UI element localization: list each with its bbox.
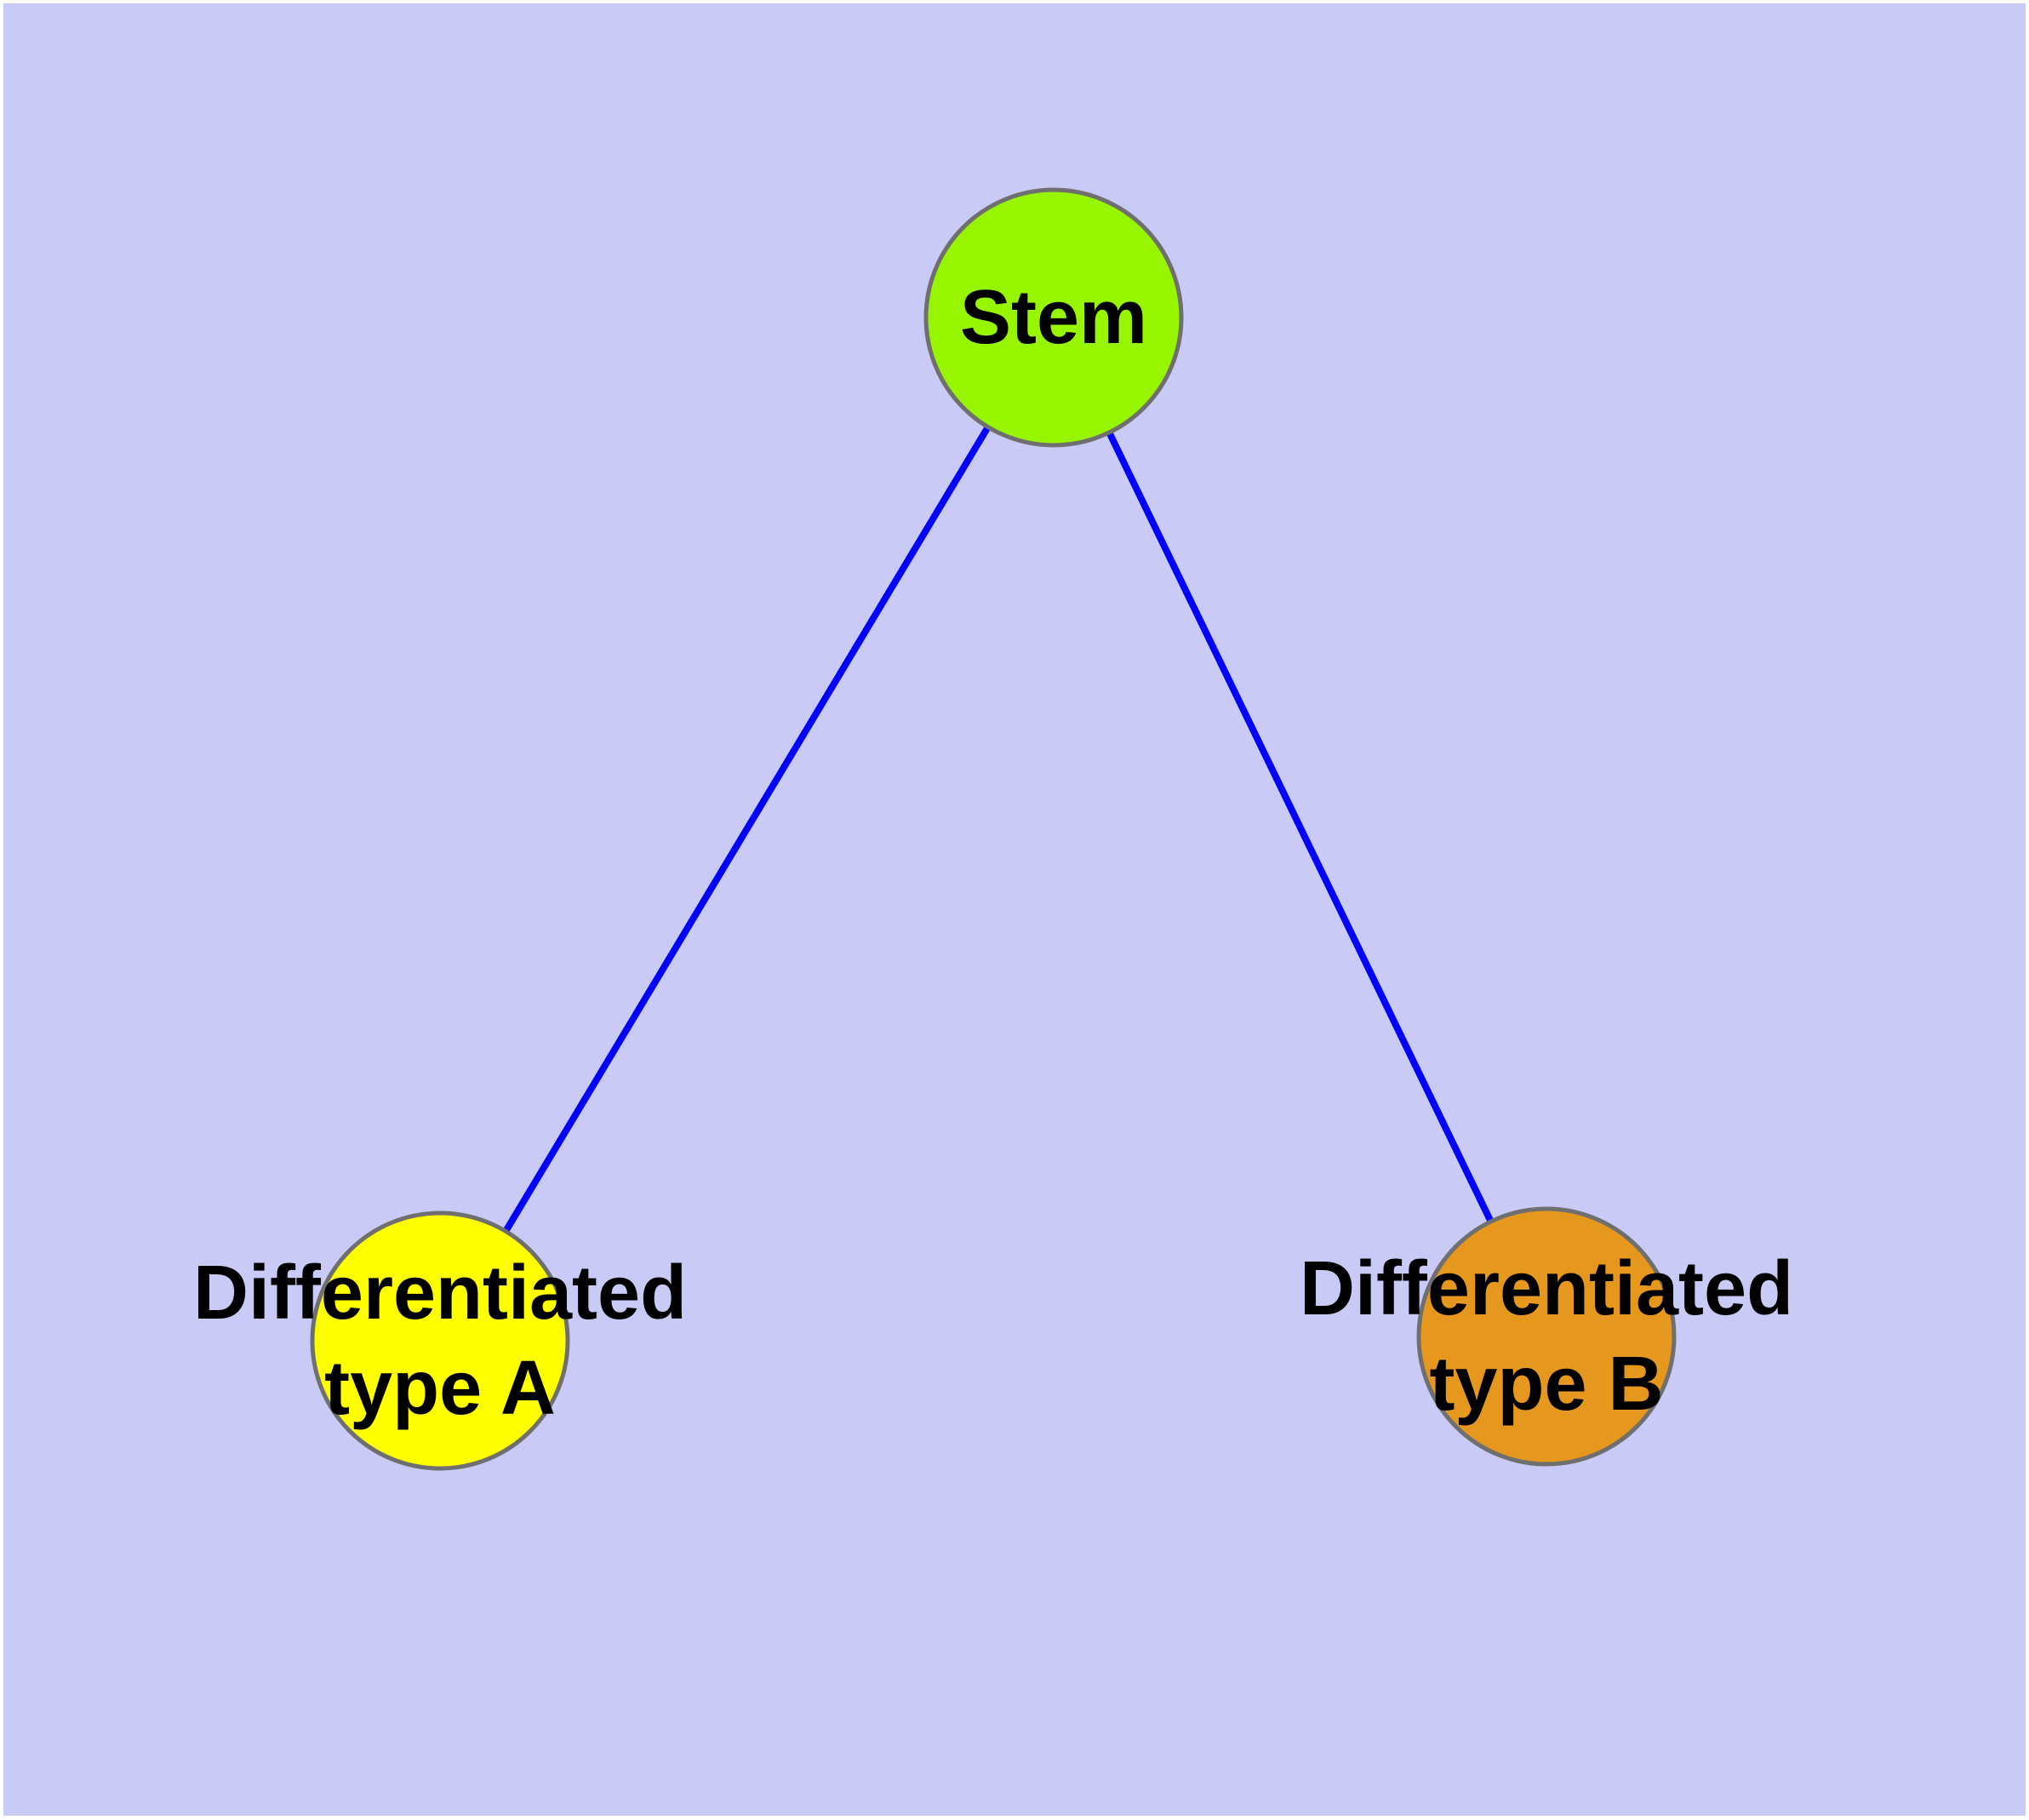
node-type-a-circle [310, 1210, 570, 1471]
node-label-differentiated-type-a: Differentiated type A [192, 1251, 688, 1431]
edge-stem-to-type-b [1050, 316, 1550, 1338]
node-label-stem: Stem [959, 275, 1148, 360]
edge-stem-to-type-a [437, 315, 1057, 1343]
node-type-b-circle [1416, 1206, 1677, 1467]
node-stem-circle [923, 187, 1184, 448]
node-label-differentiated-type-b: Differentiated type B [1299, 1246, 1794, 1427]
